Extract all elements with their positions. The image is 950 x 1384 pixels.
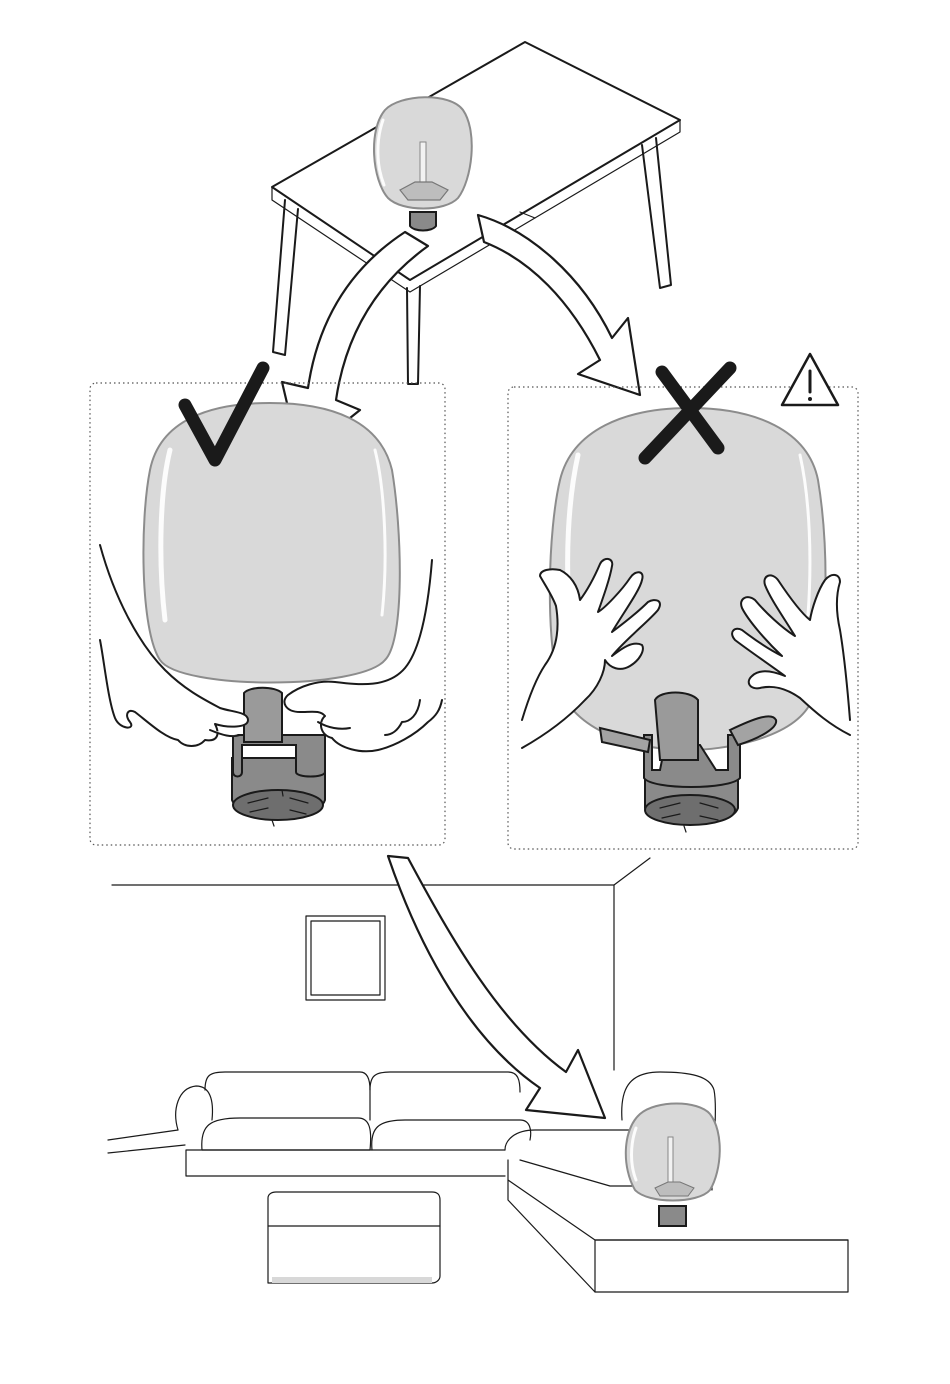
lamp-placed-on-sofa [626,1104,720,1227]
lamp-on-table [374,97,472,230]
coffee-table [268,1192,440,1283]
arrow-to-sofa [388,856,605,1118]
sofa [176,1072,848,1292]
arrow-to-incorrect [478,215,640,395]
correct-lamp [143,403,399,826]
warning-triangle-icon [782,354,838,405]
wall-picture [306,916,385,1000]
